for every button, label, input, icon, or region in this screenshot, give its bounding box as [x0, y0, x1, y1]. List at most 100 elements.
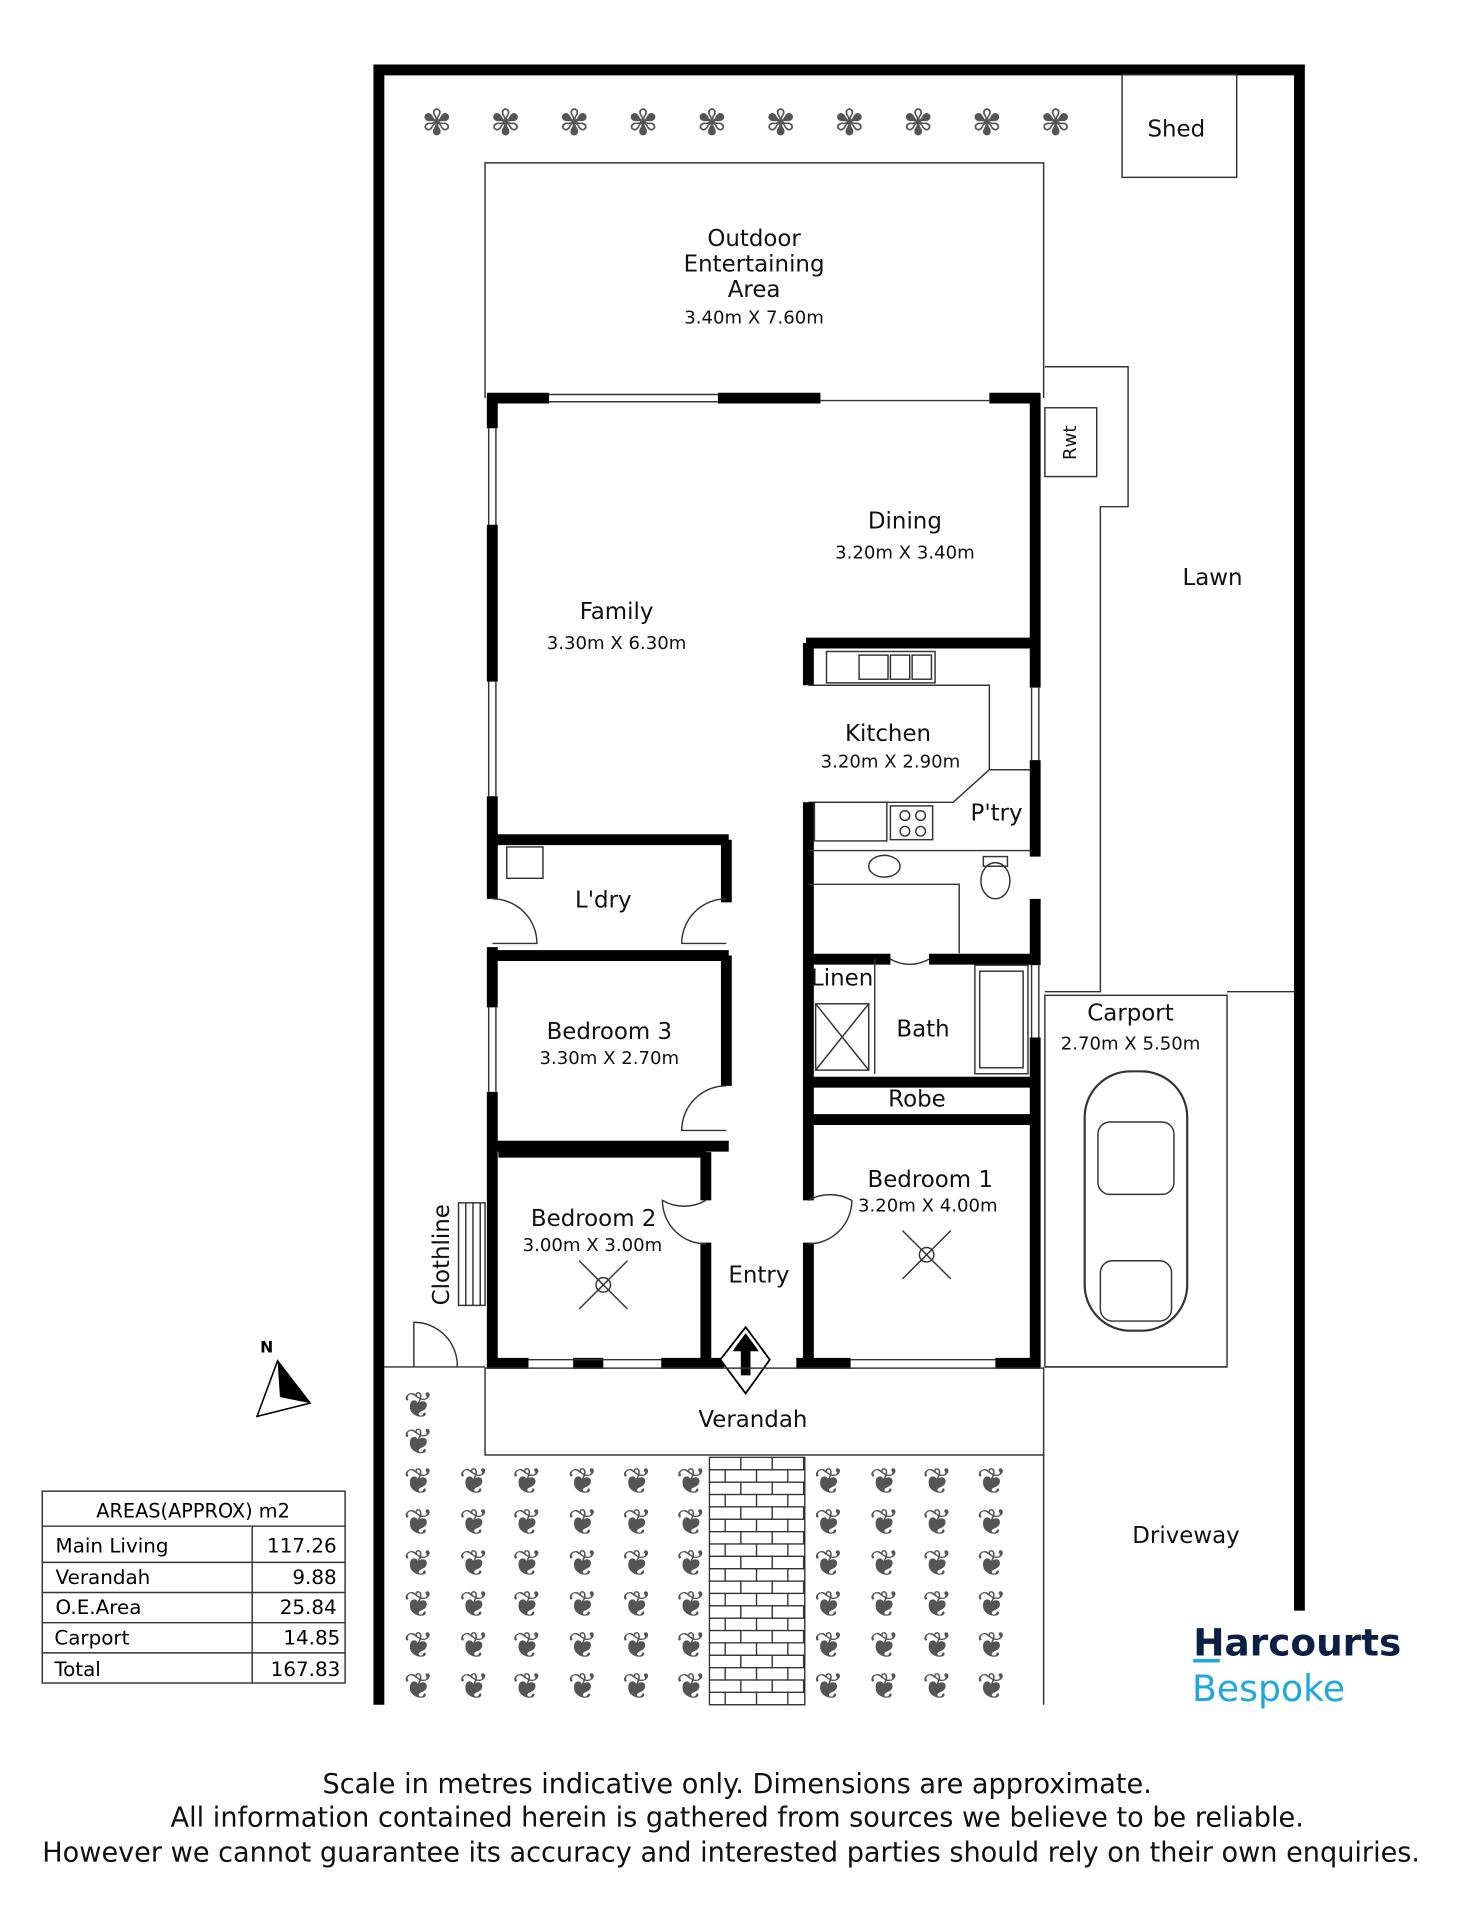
- plant-icon: ❦: [404, 1665, 434, 1708]
- plant-icon: ❦: [512, 1501, 542, 1544]
- plant-icon: ✾: [972, 101, 1002, 144]
- plant-icon: ❦: [869, 1460, 899, 1503]
- paver: [724, 1493, 758, 1508]
- lawn-outline: [1044, 366, 1129, 993]
- plant-icon: ❦: [676, 1542, 706, 1585]
- paver: [755, 1642, 789, 1656]
- plant-icon: ❦: [404, 1420, 434, 1463]
- entry-label: Entry: [728, 1262, 789, 1288]
- plant-icon: ❦: [814, 1624, 844, 1667]
- driveway-label: Driveway: [1132, 1523, 1239, 1549]
- plant-icon: ❦: [977, 1665, 1007, 1708]
- paver: [787, 1568, 806, 1582]
- paver: [755, 1493, 789, 1508]
- paver: [771, 1580, 805, 1595]
- paver: [724, 1568, 758, 1582]
- robe-label: Robe: [888, 1086, 946, 1112]
- plant-icon: ❦: [622, 1624, 652, 1667]
- plant-icon: ✾: [628, 101, 658, 144]
- paver: [708, 1543, 726, 1557]
- paver: [724, 1592, 758, 1607]
- paver: [787, 1469, 806, 1483]
- plant-icon: ❦: [568, 1665, 598, 1708]
- paver: [724, 1518, 758, 1533]
- paver: [755, 1543, 789, 1557]
- plant-icon: ❦: [512, 1583, 542, 1626]
- area-value: 9.88: [292, 1566, 336, 1589]
- plant-icon: ❦: [869, 1665, 899, 1708]
- car-icon: [1083, 1070, 1189, 1332]
- garden-plants-top: ✾✾✾✾✾✾✾✾✾✾: [422, 101, 1071, 144]
- house-walls: [486, 392, 1041, 1369]
- bedroom3-label: Bedroom 3: [547, 1019, 672, 1045]
- rainwater-tank: [1044, 407, 1098, 478]
- carport-label: Carport: [1087, 1001, 1173, 1027]
- area-label: O.E.Area: [56, 1596, 142, 1619]
- plant-icon: ❦: [869, 1501, 899, 1544]
- north-compass-icon: N: [255, 1337, 312, 1418]
- plant-icon: ✾: [559, 101, 589, 144]
- paver: [787, 1592, 806, 1607]
- paver: [802, 1481, 806, 1496]
- paver: [802, 1605, 806, 1619]
- paver: [755, 1469, 789, 1483]
- area-value: 117.26: [267, 1535, 337, 1558]
- paver: [708, 1592, 726, 1607]
- plant-icon: ❦: [459, 1542, 489, 1585]
- plant-icon: ✾: [422, 101, 452, 144]
- outdoor-label-2: Entertaining: [684, 251, 825, 277]
- kitchen-dim: 3.20m X 2.90m: [821, 751, 961, 772]
- bedroom2-dim: 3.00m X 3.00m: [523, 1235, 663, 1256]
- paver: [708, 1568, 726, 1582]
- logo-line1: Harcourts: [1193, 1620, 1401, 1664]
- paver: [771, 1629, 805, 1644]
- plant-icon: ❦: [512, 1665, 542, 1708]
- paver: [708, 1667, 726, 1681]
- paver: [708, 1555, 742, 1570]
- verandah-label: Verandah: [698, 1407, 807, 1433]
- paver: [740, 1580, 773, 1595]
- plant-icon: ❦: [568, 1501, 598, 1544]
- plant-icon: ❦: [676, 1460, 706, 1503]
- area-value: 25.84: [280, 1596, 337, 1619]
- paver: [771, 1654, 805, 1669]
- paver: [740, 1530, 773, 1545]
- plant-icon: ❦: [814, 1460, 844, 1503]
- fixtures: [413, 650, 1029, 1367]
- plant-icon: ❦: [922, 1583, 952, 1626]
- paver: [787, 1617, 806, 1632]
- paver: [802, 1679, 806, 1693]
- areas-table: AREAS(APPROX) m2 Main Living 117.26 Vera…: [41, 1490, 346, 1684]
- paver: [724, 1617, 758, 1632]
- plant-icon: ✾: [697, 101, 727, 144]
- paver: [740, 1654, 773, 1669]
- plant-icon: ❦: [869, 1624, 899, 1667]
- disclaimer-line1: Scale in metres indicative only. Dimensi…: [323, 1769, 1152, 1800]
- plant-icon: ❦: [459, 1583, 489, 1626]
- plant-icon: ❦: [922, 1665, 952, 1708]
- harcourts-bespoke-logo: Harcourts Bespoke: [1192, 1620, 1401, 1710]
- paver: [787, 1667, 806, 1681]
- plant-icon: ❦: [404, 1501, 434, 1544]
- paving-path: [708, 1456, 806, 1706]
- outdoor-label-3: Area: [728, 277, 781, 303]
- paver: [724, 1642, 758, 1656]
- clothline-label: Clothline: [429, 1204, 455, 1305]
- plant-icon: ❦: [977, 1501, 1007, 1544]
- plant-icon: ❦: [814, 1501, 844, 1544]
- outdoor-area: [484, 162, 1045, 399]
- paver: [740, 1679, 773, 1693]
- plant-icon: ❦: [676, 1501, 706, 1544]
- disclaimer-line2: All information contained herein is gath…: [171, 1803, 1304, 1834]
- carport-dim: 2.70m X 5.50m: [1061, 1034, 1201, 1055]
- family-label: Family: [580, 599, 654, 625]
- plant-icon: ✾: [490, 101, 520, 144]
- plant-icon: ❦: [622, 1460, 652, 1503]
- plant-icon: ✾: [903, 101, 933, 144]
- dining-dim: 3.20m X 3.40m: [835, 543, 975, 564]
- paver: [708, 1679, 742, 1693]
- plant-icon: ✾: [834, 101, 864, 144]
- paver: [771, 1456, 805, 1471]
- paver: [802, 1530, 806, 1545]
